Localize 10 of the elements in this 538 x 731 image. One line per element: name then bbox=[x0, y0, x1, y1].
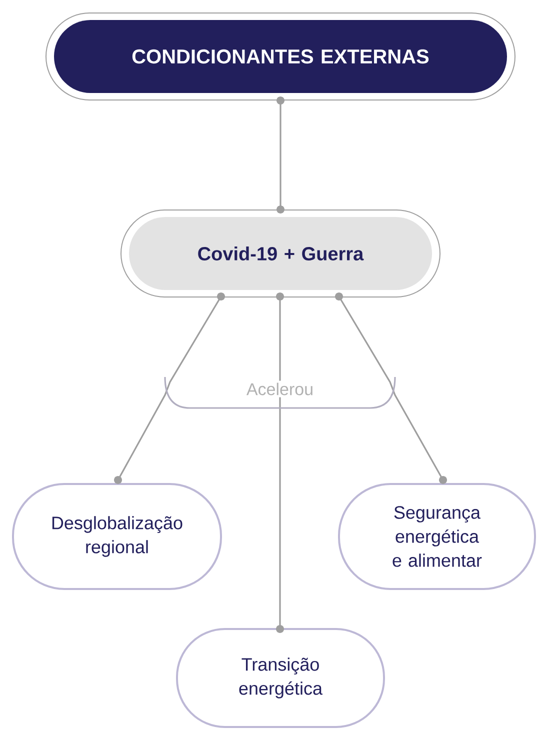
bracket-label: Acelerou bbox=[244, 380, 316, 398]
effect-box: Desglobalização regional bbox=[12, 483, 222, 590]
connector bbox=[335, 292, 447, 484]
effect-box: Transição energética bbox=[176, 628, 385, 728]
connector bbox=[114, 292, 225, 484]
connector bbox=[276, 292, 284, 633]
title-box: CONDICIONANTES EXTERNAS bbox=[46, 12, 516, 100]
effect-box: Segurança energética e alimentar bbox=[338, 483, 536, 590]
connector bbox=[276, 96, 284, 214]
cause-box: Covid-19 + Guerra bbox=[120, 210, 440, 298]
